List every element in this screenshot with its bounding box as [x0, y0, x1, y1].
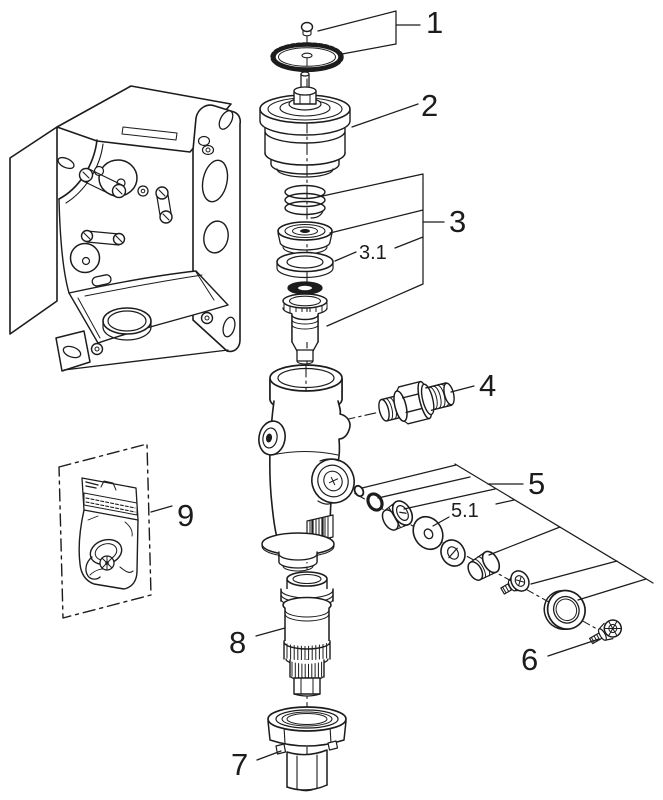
callout-5: 5 — [528, 466, 545, 501]
part-cartridge — [280, 571, 334, 697]
part-oring-small — [353, 484, 365, 498]
part-oring-thick — [366, 492, 384, 512]
callout-5-1: 5.1 — [451, 500, 479, 522]
callout-3: 3 — [449, 204, 466, 239]
callout-2: 2 — [421, 88, 438, 123]
callout-9: 9 — [177, 498, 194, 533]
callout-8: 8 — [229, 625, 246, 660]
service-bag-kit — [58, 443, 152, 619]
part-cap — [259, 71, 351, 178]
part-seal-ring-3-1 — [276, 251, 334, 279]
valve-body — [258, 364, 355, 572]
part-screw-6 — [589, 619, 623, 645]
part-screw-and-ratchet-wheel — [270, 21, 344, 73]
callout-4: 4 — [479, 368, 496, 403]
part-union-nipple — [378, 380, 455, 425]
part-bushing — [381, 500, 414, 531]
leader-lines — [150, 10, 654, 761]
part-valve-screw — [500, 570, 530, 595]
part-grooved-plug — [467, 550, 501, 581]
callout-labels: 1 2 3 3.1 4 5 5.1 6 7 8 9 — [177, 5, 545, 782]
box-interior-hardware — [69, 159, 173, 287]
part-piston — [282, 293, 328, 365]
part-seat-washer — [287, 281, 323, 295]
part-spring — [284, 184, 326, 219]
callout-6: 6 — [521, 642, 538, 677]
callout-3-1: 3.1 — [359, 242, 387, 264]
part-slotted-washer — [440, 539, 466, 567]
callout-7: 7 — [231, 747, 248, 782]
callout-1: 1 — [426, 5, 443, 40]
part-large-nut — [543, 589, 586, 631]
mounting-box — [9, 85, 242, 372]
part-cup-seal — [277, 221, 333, 255]
center-lines — [306, 35, 607, 789]
